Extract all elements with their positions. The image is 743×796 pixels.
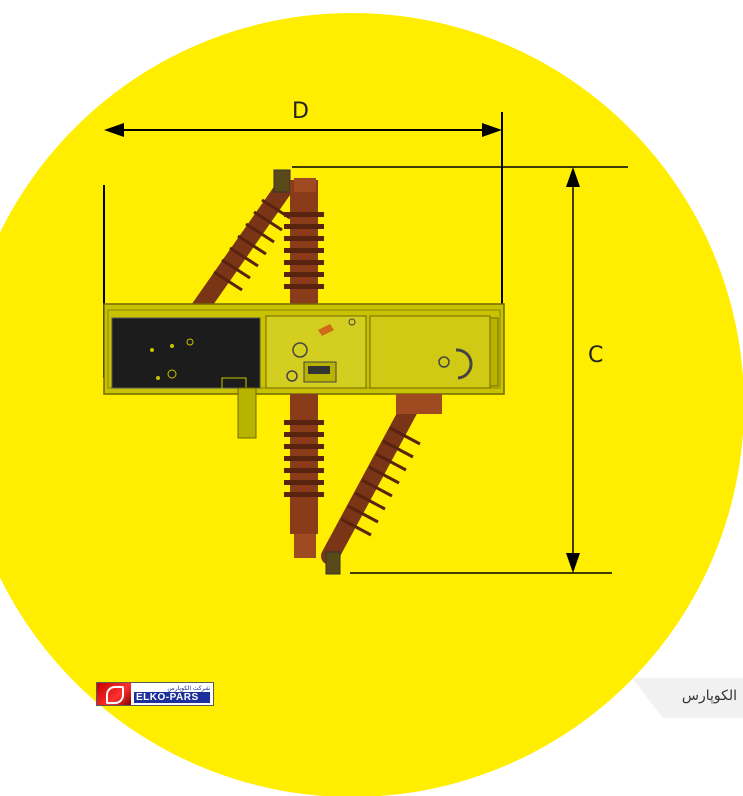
control-panel (111, 317, 261, 389)
insulator-lower-diagonal (321, 394, 442, 575)
dimension-c-label: C (588, 343, 603, 368)
logo-text: شرکت الکوپارس ELKO-PARS (131, 683, 213, 705)
logo-mark-icon (97, 683, 131, 705)
elko-pars-logo: شرکت الکوپارس ELKO-PARS (96, 682, 214, 706)
dimension-c (566, 167, 580, 573)
breaker-frame (103, 303, 505, 439)
dimension-d-label: D (292, 99, 309, 124)
insulator-lower-vertical (284, 394, 324, 558)
yellow-circle-background (0, 13, 743, 796)
watermark-text: الکوپارس (681, 688, 737, 704)
insulator-upper-vertical (284, 178, 324, 304)
dimension-d (104, 123, 502, 137)
logo-text-en: ELKO-PARS (134, 692, 210, 703)
logo-text-fa: شرکت الکوپارس (167, 685, 210, 692)
